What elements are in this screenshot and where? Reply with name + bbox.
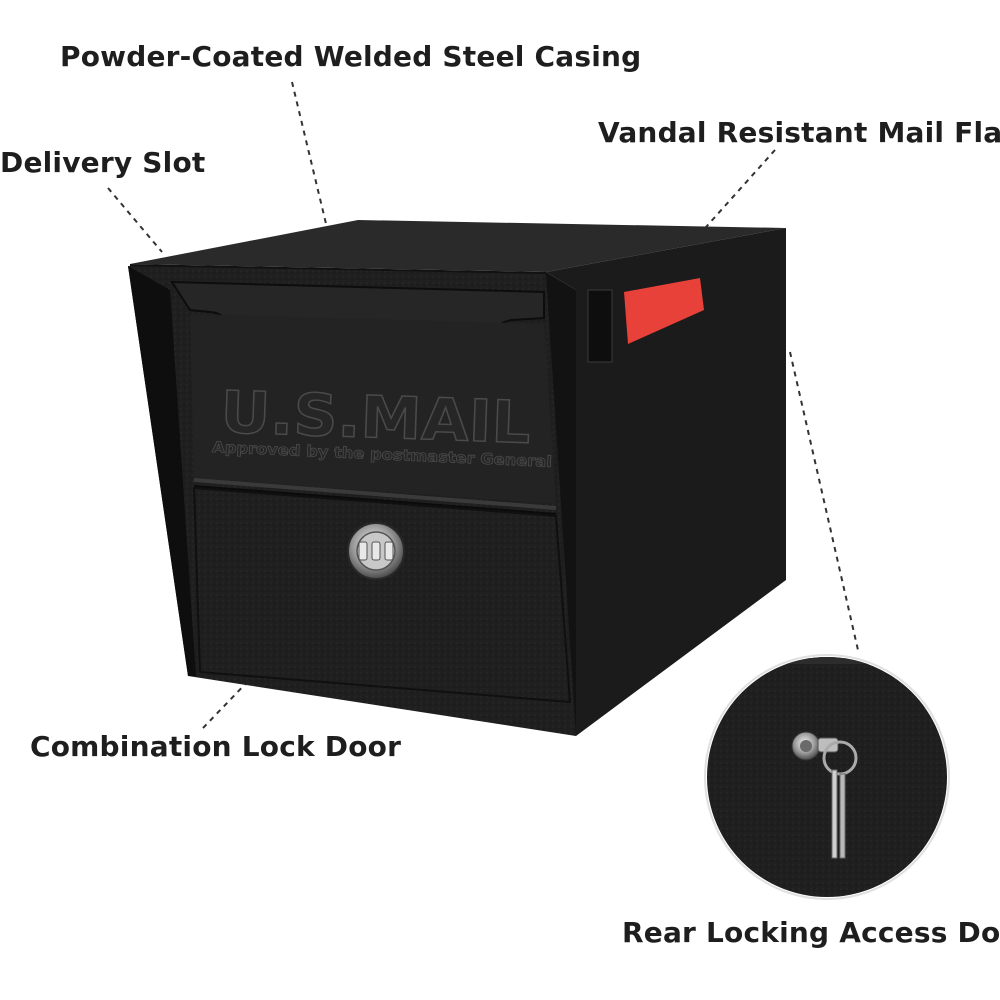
leader-slot <box>107 187 163 253</box>
combination-lock <box>347 522 405 580</box>
front-door <box>192 486 572 704</box>
leader-rear <box>789 351 859 651</box>
label-casing: Powder-Coated Welded Steel Casing <box>60 40 642 73</box>
label-mail-flag: Vandal Resistant Mail Flag <box>598 116 1000 149</box>
mail-flag <box>587 278 704 363</box>
hinge <box>193 478 557 510</box>
emboss-main: U.S.MAIL <box>220 378 532 457</box>
mailbox-body: U.S.MAIL Approved by the postmaster Gene… <box>128 220 786 736</box>
rear-access-door-inset <box>704 654 950 900</box>
top-panel <box>130 220 786 272</box>
label-combination-lock: Combination Lock Door <box>30 730 402 763</box>
flag-red <box>624 278 704 344</box>
label-delivery-slot: Delivery Slot <box>0 146 206 179</box>
leader-casing <box>291 81 329 233</box>
upper-face <box>190 314 556 504</box>
label-rear-door: Rear Locking Access Door <box>622 916 1000 949</box>
